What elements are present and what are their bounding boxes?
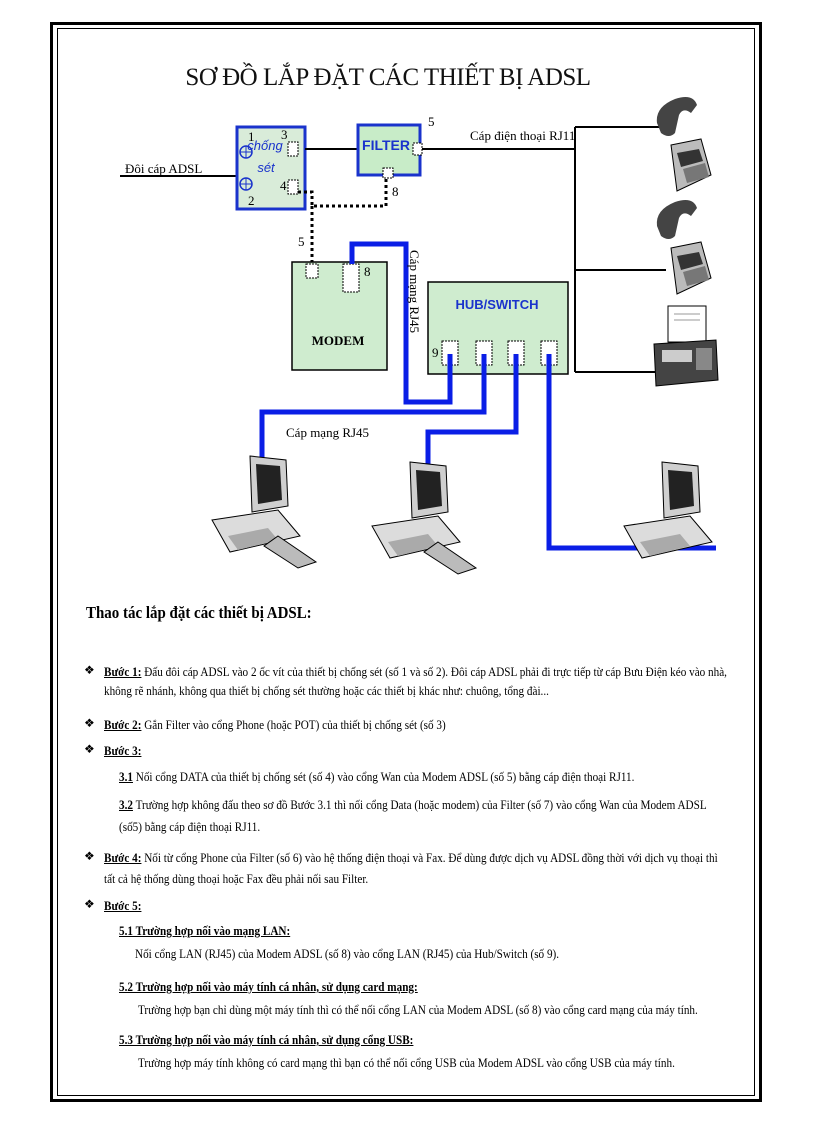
adsl-pair-label: Đôi cáp ADSL xyxy=(125,161,202,176)
step5-3-heading: 5.3 Trường hợp nối vào máy tính cá nhân,… xyxy=(119,1032,414,1047)
modem-label: MODEM xyxy=(312,333,365,348)
filter-label: FILTER xyxy=(362,137,410,153)
computer-icon xyxy=(371,461,478,575)
page-border-outer xyxy=(50,22,762,1102)
num-1: 1 xyxy=(248,129,255,144)
step3-1: 3.1 Nối cổng DATA của thiết bị chống sét… xyxy=(119,769,635,784)
modem-device: 8 MODEM xyxy=(291,261,388,371)
num-2: 2 xyxy=(248,193,255,208)
step2-line: Bước 2: Gắn Filter vào cổng Phone (hoặc … xyxy=(104,717,446,732)
page-border-inner xyxy=(57,28,755,1096)
step3-2-line2: (số5) bằng cáp điện thoại RJ11. xyxy=(119,819,261,834)
step5-label: Bước 5: xyxy=(104,898,142,913)
surge-label-1: chống xyxy=(247,138,283,153)
step5-2-text: Trường hợp bạn chỉ dùng một máy tính thì… xyxy=(138,1002,698,1017)
num-5-filter: 5 xyxy=(428,114,435,129)
step5-3-text: Trường hợp máy tính không có card mạng t… xyxy=(138,1055,675,1070)
bullet-icon: ❖ xyxy=(84,897,95,911)
diagram-title: SƠ ĐỒ LẮP ĐẶT CÁC THIẾT BỊ ADSL xyxy=(185,62,590,91)
fax-machine-icon xyxy=(653,305,719,387)
step5-1-text: Nối cổng LAN (RJ45) của Modem ADSL (số 8… xyxy=(135,946,560,961)
num-7: 8 xyxy=(392,184,399,199)
hub-label: HUB/SWITCH xyxy=(455,297,538,312)
network-cable-label: Cáp mạng RJ45 xyxy=(286,425,369,440)
bullet-icon: ❖ xyxy=(84,849,95,863)
num-5-modem: 5 xyxy=(298,234,305,249)
step3-label: Bước 3: xyxy=(104,743,142,758)
step1-line1: Bước 1: Đấu đôi cáp ADSL vào 2 ốc vít củ… xyxy=(104,664,727,679)
step4-line1: Bước 4: Nối từ cổng Phone của Filter (số… xyxy=(104,850,718,865)
num-3: 3 xyxy=(281,127,288,142)
computer-icon xyxy=(623,461,713,559)
phone-cable-label: Cáp điện thoại RJ11 xyxy=(470,128,575,143)
num-4: 4 xyxy=(280,178,287,193)
telephone-icon xyxy=(656,97,712,192)
bullet-icon: ❖ xyxy=(84,663,95,677)
bullet-icon: ❖ xyxy=(84,716,95,730)
bullet-icon: ❖ xyxy=(84,742,95,756)
dotted-filter-line xyxy=(298,178,388,208)
computer-icon xyxy=(211,455,318,569)
filter-device: FILTER 5 8 xyxy=(356,114,435,199)
vertical-cable-label: Cáp mạng RJ45 xyxy=(407,250,422,333)
surge-label-2: sét xyxy=(257,160,276,175)
num-9: 9 xyxy=(432,345,439,360)
step1-line2: không rẽ nhánh, không qua thiết bị chống… xyxy=(104,683,549,698)
telephone-icon xyxy=(656,200,712,295)
adsl-installation-diagram: SƠ ĐỒ LẮP ĐẶT CÁC THIẾT BỊ ADSL Đôi cáp … xyxy=(120,62,719,575)
surge-protector: chống sét 1 2 3 4 xyxy=(235,125,307,211)
step3-2-line1: 3.2 Trường hợp không đấu theo sơ đồ Bước… xyxy=(119,797,707,812)
instructions-heading: Thao tác lắp đặt các thiết bị ADSL: xyxy=(86,603,312,622)
step5-1-heading: 5.1 Trường hợp nối vào mạng LAN: xyxy=(119,923,291,938)
step5-2-heading: 5.2 Trường hợp nối vào máy tính cá nhân,… xyxy=(119,979,418,994)
step4-line2: tất cả hệ thống dùng thoại hoặc Fax đều … xyxy=(104,871,369,886)
num-8: 8 xyxy=(364,264,371,279)
